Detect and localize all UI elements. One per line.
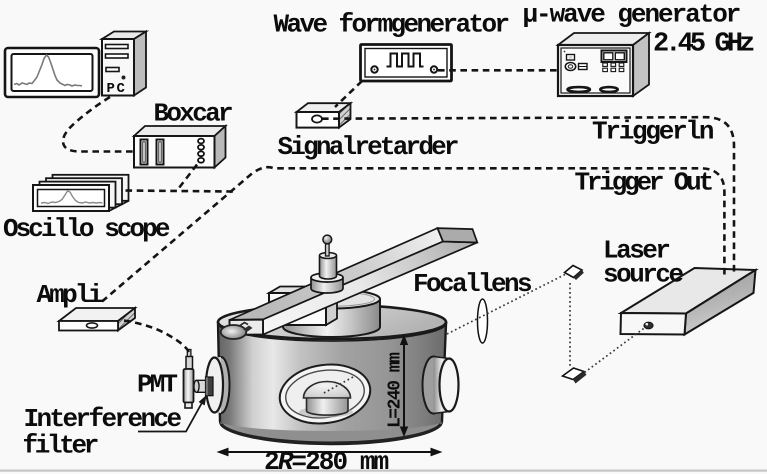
- svg-text:Focallens: Focallens: [413, 269, 532, 299]
- svg-text:Interference: Interference: [24, 404, 182, 434]
- svg-text:Signalretarder: Signalretarder: [278, 132, 458, 162]
- svg-text:PC: PC: [107, 81, 127, 97]
- svg-text:Wave formgenerator: Wave formgenerator: [274, 10, 509, 40]
- svg-text:Triggerln: Triggerln: [592, 117, 714, 147]
- svg-text:Oscillo scope: Oscillo scope: [3, 214, 170, 244]
- svg-text:PMT: PMT: [137, 370, 177, 400]
- svg-text:filter: filter: [23, 431, 98, 461]
- svg-text:2R=280 mm: 2R=280 mm: [264, 447, 389, 474]
- svg-text:Ampli: Ampli: [37, 280, 103, 310]
- svg-text:μ-wave generator: μ-wave generator: [523, 0, 740, 30]
- svg-text:source: source: [603, 260, 684, 290]
- svg-text:2.45 GHz: 2.45 GHz: [653, 30, 754, 60]
- svg-text:Trigger Out: Trigger Out: [575, 168, 713, 198]
- svg-text:Laser: Laser: [603, 236, 669, 266]
- svg-text:L=240 mm: L=240 mm: [386, 352, 406, 428]
- svg-text:Boxcar: Boxcar: [154, 99, 233, 129]
